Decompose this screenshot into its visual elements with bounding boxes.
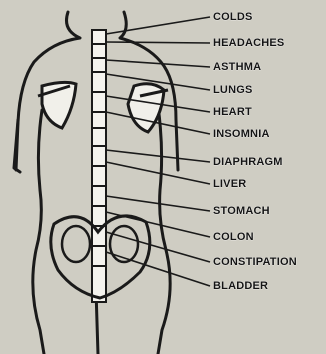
label-insomnia: INSOMNIA (213, 128, 270, 140)
label-lungs: LUNGS (213, 84, 253, 96)
label-asthma: ASTHMA (213, 61, 261, 73)
label-liver: LIVER (213, 178, 246, 190)
label-stomach: STOMACH (213, 205, 270, 217)
label-colon: COLON (213, 231, 254, 243)
torso-left-side (33, 110, 44, 354)
right-hip-socket (110, 226, 138, 262)
label-colds: COLDS (213, 11, 253, 23)
torso-right-side (158, 106, 170, 354)
label-bladder: BLADDER (213, 280, 268, 292)
left-hip-socket (62, 226, 90, 262)
label-headaches: HEADACHES (213, 37, 284, 49)
label-diaphragm: DIAPHRAGM (213, 156, 283, 168)
label-constipation: CONSTIPATION (213, 256, 297, 268)
label-heart: HEART (213, 106, 252, 118)
